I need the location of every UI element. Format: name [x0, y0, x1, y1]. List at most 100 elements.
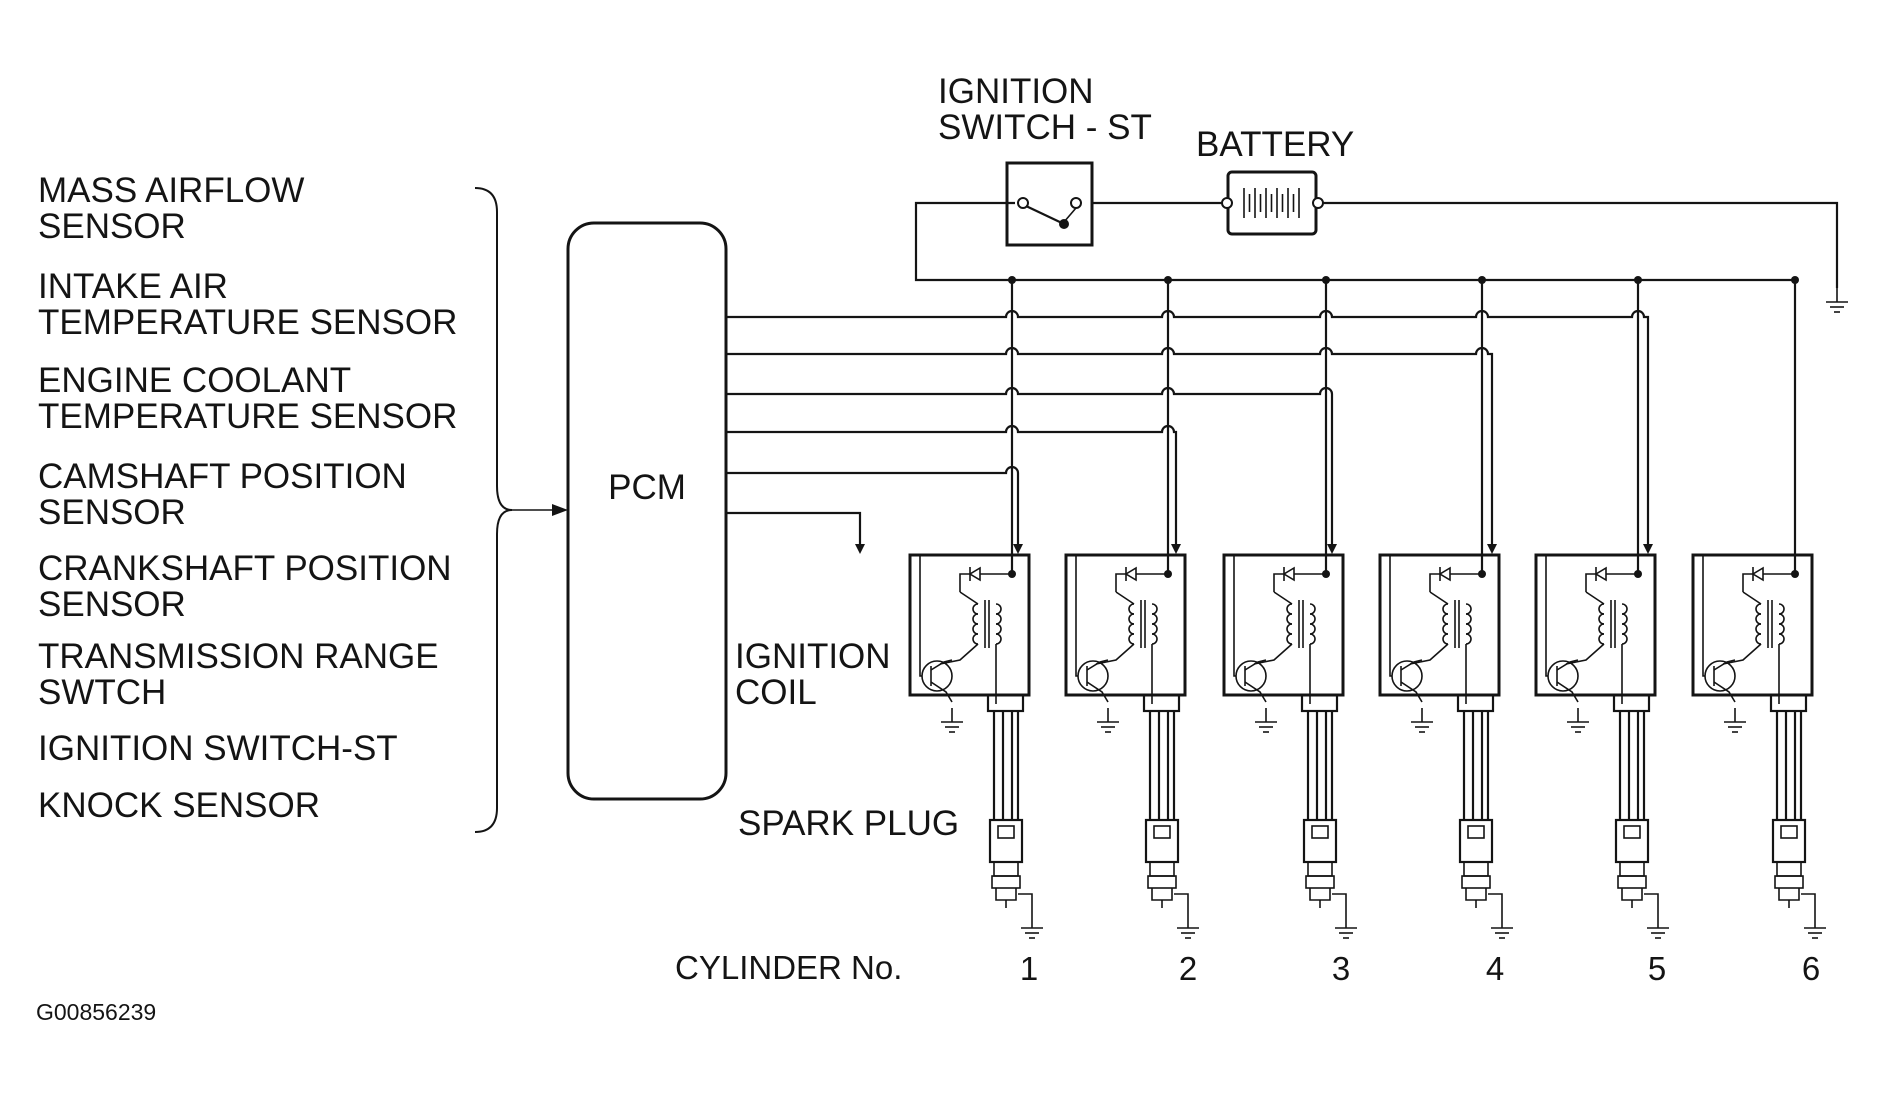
secondary-turn-4-2: [1465, 613, 1472, 625]
ignition-coil-label-line1: IGNITION: [735, 637, 891, 676]
sensor-2-line-1: INTAKE AIR: [38, 267, 228, 306]
secondary-turn-2-4: [1151, 633, 1158, 645]
pcm-trigger-wires: [726, 309, 1653, 554]
cylinder-number-3: 3: [1332, 950, 1350, 987]
plug-nut-6: [1780, 825, 1798, 839]
primary-top-lead-5: [1585, 591, 1605, 605]
plug-body-1: [991, 875, 1021, 889]
sensor-6-line-1: TRANSMISSION RANGE: [38, 637, 439, 676]
secondary-turn-1-2: [995, 613, 1002, 625]
trigger-wire-4: [726, 424, 1178, 544]
diode-lead2-4: [1429, 573, 1440, 592]
secondary-turn-5-3: [1621, 623, 1628, 635]
primary-turn-5-2: [1598, 613, 1605, 625]
secondary-turn-6-2: [1778, 613, 1785, 625]
transistor-emitter-4: [1400, 681, 1423, 703]
pcm-label: PCM: [608, 468, 686, 507]
primary-turn-1-4: [972, 633, 979, 645]
primary-top-lead-1: [959, 591, 979, 605]
secondary-turn-3-1: [1309, 603, 1316, 615]
coil-unit-1: [908, 276, 1043, 939]
diode-3: [1282, 566, 1295, 582]
diode-1: [968, 566, 981, 582]
secondary-turn-6-4: [1778, 633, 1785, 645]
switch-terminal-left: [1017, 197, 1029, 209]
cylinder-number-6: 6: [1802, 950, 1820, 987]
secondary-turn-2-2: [1151, 613, 1158, 625]
ignition-coils: [908, 276, 1826, 939]
transistor-collector-3: [1244, 659, 1267, 671]
plug-ground-lead-2: [1174, 893, 1189, 914]
diode-2: [1124, 566, 1137, 582]
plug-thread-5: [1621, 888, 1643, 901]
primary-turn-3-2: [1286, 613, 1293, 625]
bracket-arrowhead: [552, 504, 568, 516]
secondary-turn-2-3: [1151, 623, 1158, 635]
trigger-arrowhead-5: [1013, 544, 1023, 554]
coil-unit-6: [1691, 276, 1826, 939]
plug-ground-lead-3: [1332, 893, 1347, 914]
plug-thread-1: [995, 888, 1017, 901]
coil-boot-2: [1142, 693, 1181, 713]
transistor-emitter-5: [1556, 681, 1579, 703]
primary-turn-2-3: [1128, 623, 1135, 635]
secondary-turn-5-2: [1621, 613, 1628, 625]
cylinder-number-4: 4: [1486, 950, 1504, 987]
primary-turn-5-1: [1598, 603, 1605, 615]
trigger-wire-1: [726, 309, 1650, 544]
primary-turn-1-3: [972, 623, 979, 635]
secondary-turn-4-1: [1465, 603, 1472, 615]
trigger-arrowhead-6: [855, 544, 865, 554]
secondary-turn-2-1: [1151, 603, 1158, 615]
base-lead-2: [1075, 555, 1078, 677]
primary-turn-3-1: [1286, 603, 1293, 615]
transistor-collector-2: [1086, 659, 1109, 671]
diode-4: [1438, 566, 1451, 582]
switch-link: [1063, 207, 1077, 223]
plug-ground-lead-6: [1801, 893, 1816, 914]
sensor-1-line-2: SENSOR: [38, 207, 186, 246]
plug-nut-1: [997, 825, 1015, 839]
spark-plug-label: SPARK PLUG: [738, 804, 959, 843]
primary-turn-2-2: [1128, 613, 1135, 625]
diode-lead2-5: [1585, 573, 1596, 592]
coil-box-6: [1691, 553, 1814, 697]
sensor-1-line-1: MASS AIRFLOW: [38, 171, 304, 210]
trigger-wire-5: [726, 465, 1020, 544]
primary-bottom-lead-3: [1253, 643, 1293, 665]
coil-unit-2: [1064, 276, 1199, 939]
transistor-collector-1: [930, 659, 953, 671]
primary-bottom-lead-1: [939, 643, 979, 665]
base-lead-3: [1233, 555, 1236, 677]
sensor-2-line-2: TEMPERATURE SENSOR: [38, 303, 457, 342]
primary-turn-6-2: [1755, 613, 1762, 625]
primary-bottom-lead-4: [1409, 643, 1449, 665]
primary-turn-5-4: [1598, 633, 1605, 645]
primary-turn-2-4: [1128, 633, 1135, 645]
sensor-4-line-1: CAMSHAFT POSITION: [38, 457, 407, 496]
primary-turn-2-1: [1128, 603, 1135, 615]
plug-thread-4: [1465, 888, 1487, 901]
base-lead-1: [919, 555, 922, 677]
plug-nut-3: [1311, 825, 1329, 839]
transistor-emitter-1: [930, 681, 953, 703]
secondary-turn-1-1: [995, 603, 1002, 615]
primary-turn-3-4: [1286, 633, 1293, 645]
sensor-bracket: [474, 187, 513, 833]
switch-terminal-right: [1070, 197, 1082, 209]
base-lead-4: [1389, 555, 1392, 677]
battery-terminal-pos: [1312, 197, 1324, 209]
transistor-collector-5: [1556, 659, 1579, 671]
trigger-wire-2: [726, 346, 1494, 544]
diode-lead2-1: [959, 573, 970, 592]
sensor-5-line-2: SENSOR: [38, 585, 186, 624]
plug-ground-lead-1: [1018, 893, 1033, 914]
plug-hex-2: [1149, 861, 1175, 877]
plug-body-5: [1617, 875, 1647, 889]
plug-hex-3: [1307, 861, 1333, 877]
coil-box-1: [908, 553, 1031, 697]
primary-top-lead-3: [1273, 591, 1293, 605]
primary-turn-4-4: [1442, 633, 1449, 645]
battery-terminal-neg: [1221, 197, 1233, 209]
